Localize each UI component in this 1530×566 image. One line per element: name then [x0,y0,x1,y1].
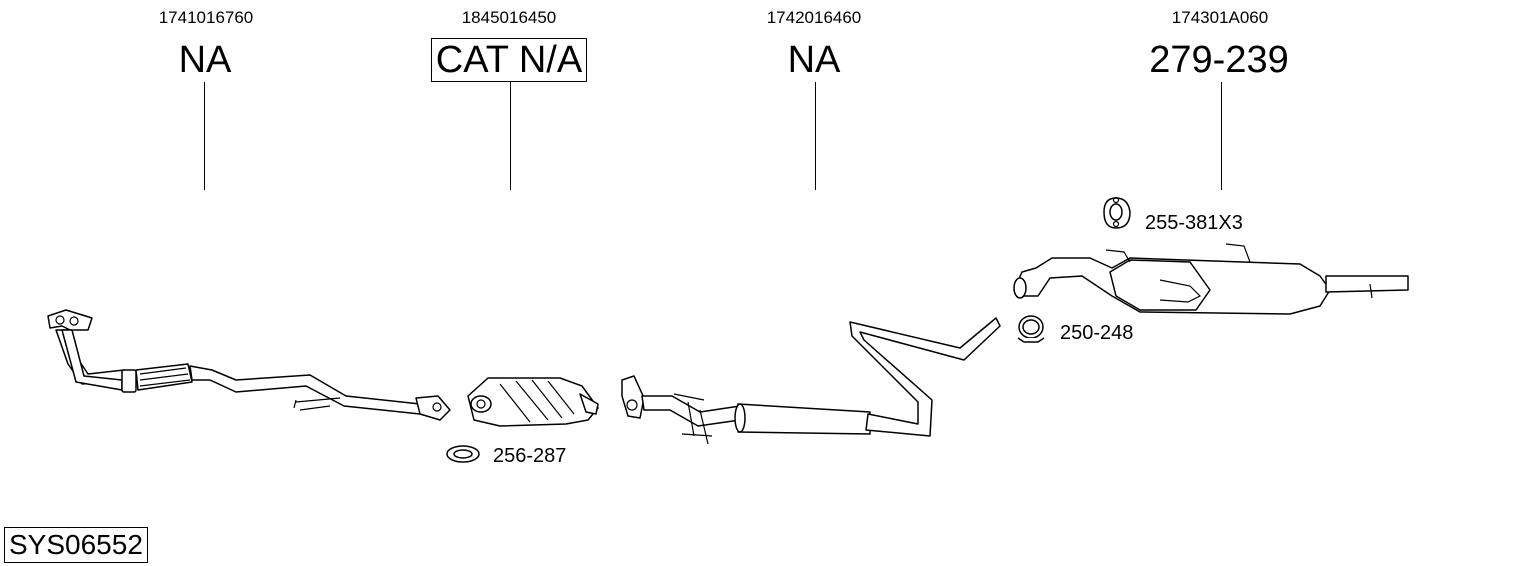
oem-number-2: 1845016450 [461,8,557,27]
oem-number-3: 1742016460 [766,8,862,27]
gasket-label: 256-287 [493,445,567,467]
leader-line-4 [1221,82,1222,190]
ref-number-2: CAT N/A [389,38,629,82]
clamp-icon [1017,315,1045,343]
leader-line-2 [510,82,511,190]
gasket-icon [446,445,480,463]
ref-number-1: NA [178,39,232,81]
oem-number-1: 1741016760 [158,8,254,27]
front-pipe-part[interactable] [47,309,451,421]
ref-number-3: NA [787,39,841,81]
rubber-hanger-icon [1103,196,1131,229]
system-code: SYS06552 [4,527,148,563]
clamp-label: 250-248 [1060,322,1134,344]
ref-number-4: 279-239 [1149,39,1289,81]
middle-pipe-part[interactable] [621,317,1001,445]
catalytic-converter-part[interactable] [467,377,599,427]
oem-number-4: 174301A060 [1171,8,1269,27]
rear-silencer-part[interactable] [1013,243,1409,315]
leader-line-3 [815,82,816,190]
leader-line-1 [204,82,205,190]
ref-box-2: CAT N/A [430,38,588,82]
hanger-label: 255-381X3 [1145,212,1243,234]
